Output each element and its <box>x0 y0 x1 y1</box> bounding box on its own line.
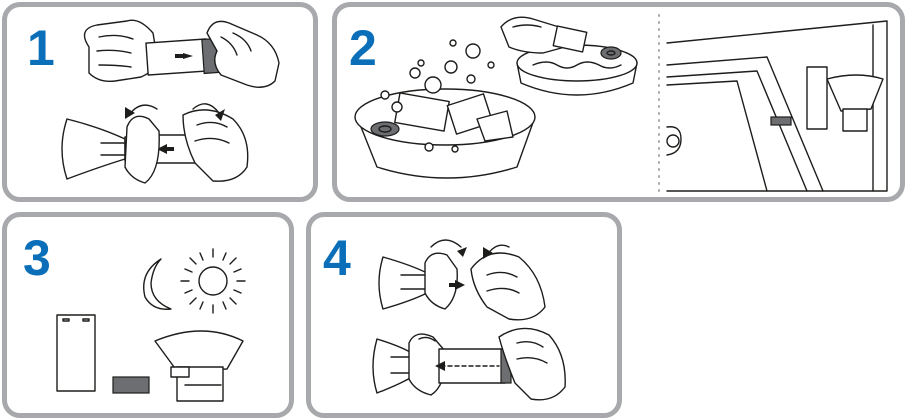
step-1-panel: 1 <box>2 2 318 202</box>
sun-icon <box>181 249 245 313</box>
right-hand-icon <box>499 328 565 399</box>
front-bowl-icon <box>355 89 535 178</box>
filter-cartridge-icon <box>435 349 511 383</box>
step-4-illustration <box>311 217 617 413</box>
step-1-illustration <box>7 7 313 197</box>
rack-items-icon <box>771 67 883 131</box>
step-4-panel: 4 <box>306 212 622 418</box>
hand-washing-icon <box>501 17 587 53</box>
filter-pad-icon <box>113 377 149 393</box>
step-2-panel: 2 <box>332 2 905 202</box>
step-3-panel: 3 <box>2 212 294 418</box>
filter-cartridge-icon <box>146 39 218 76</box>
step-3-illustration <box>7 217 289 413</box>
right-hand-icon <box>207 21 279 87</box>
moon-icon <box>144 259 171 309</box>
filter-cartridge-icon <box>57 315 95 391</box>
nozzle-icon <box>155 331 243 401</box>
hand-grip-icon <box>425 253 545 320</box>
step-2-illustration <box>337 7 900 197</box>
